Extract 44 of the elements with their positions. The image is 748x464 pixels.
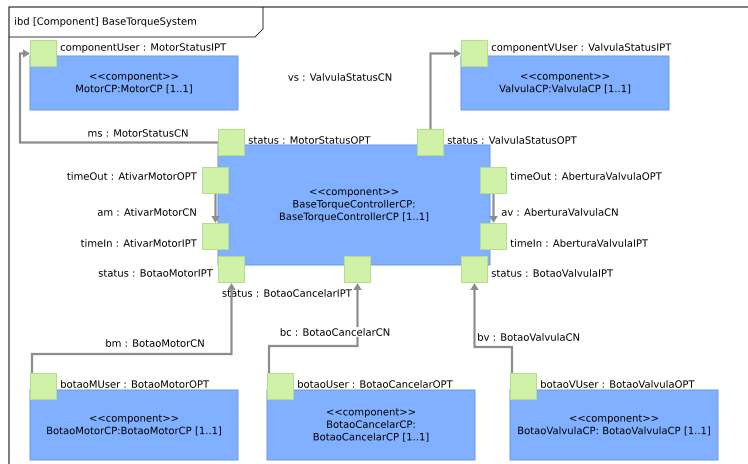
- connector-arrow: [18, 49, 218, 144]
- edge-label: bm : BotaoMotorCN: [104, 338, 206, 348]
- port-square: [202, 167, 229, 194]
- port-square: [30, 40, 57, 67]
- diagram-frame: [8, 6, 748, 464]
- port-square: [202, 223, 229, 250]
- frame-heading: ibd [Component] BaseTorqueSystem: [8, 6, 264, 38]
- port-label: timeIn : AberturaValvulaIPT: [510, 239, 648, 247]
- component-box: <<component>> BaseTorqueControllerCP: BaseTorqueControllerCP [1..1]: [218, 144, 490, 266]
- component-box: <<component>> BotaoMotorCP:BotaoMotorCP [1..1]: [30, 390, 238, 460]
- port-label: status : BotaoCancelarIPT: [222, 289, 352, 297]
- port-square: [218, 256, 245, 283]
- port-square: [461, 256, 488, 283]
- port-label: status : MotorStatusOPT: [248, 136, 371, 144]
- component-box: <<component>> BotaoCancelarCP: BotaoCancelarCP [1..1]: [266, 390, 476, 460]
- edge-label: ms : MotorStatusCN: [86, 128, 190, 138]
- port-square: [344, 256, 371, 283]
- port-label: timeOut : AberturaValvulaOPT: [510, 172, 662, 180]
- port-label: status : BotaoValvulaIPT: [492, 269, 614, 277]
- component-box: <<component>> BotaoValvulaCP: BotaoValvulaCP [1..1]: [510, 390, 718, 460]
- port-square: [461, 40, 488, 67]
- port-square: [218, 129, 245, 156]
- port-label: componentVUser : ValvulaStatusIPT: [492, 43, 672, 53]
- port-square: [510, 373, 537, 400]
- edge-label: bv : BotaoValvulaCN: [476, 332, 581, 342]
- edge-label: vs : ValvulaStatusCN: [286, 72, 394, 82]
- port-square: [267, 373, 294, 400]
- port-label: timeIn : AtivarMotorIPT: [80, 239, 197, 247]
- port-label: botaoMUser : BotaoMotorOPT: [61, 380, 210, 388]
- port-square: [417, 129, 444, 156]
- port-label: botaoVUser : BotaoValvulaOPT: [541, 380, 695, 388]
- port-square: [30, 373, 57, 400]
- edge-label: bc : BotaoCancelarCN: [278, 327, 392, 337]
- port-label: timeOut : AtivarMotorOPT: [67, 172, 197, 180]
- component-box: <<component>> MotorCP:MotorCP [1..1]: [30, 56, 238, 110]
- edge-label: am : AtivarMotorCN: [96, 207, 198, 217]
- port-label: botaoUser : BotaoCancelarOPT: [298, 380, 453, 388]
- port-label: componentUser : MotorStatusIPT: [60, 43, 226, 53]
- edge-label: av : AberturaValvulaCN: [500, 207, 620, 217]
- port-label: status : ValvulaStatusOPT: [448, 136, 577, 144]
- port-label: status : BotaoMotorIPT: [98, 269, 213, 277]
- component-box: <<component>> ValvulaCP:ValvulaCP [1..1]: [460, 56, 670, 110]
- port-square: [480, 223, 507, 250]
- port-square: [480, 167, 507, 194]
